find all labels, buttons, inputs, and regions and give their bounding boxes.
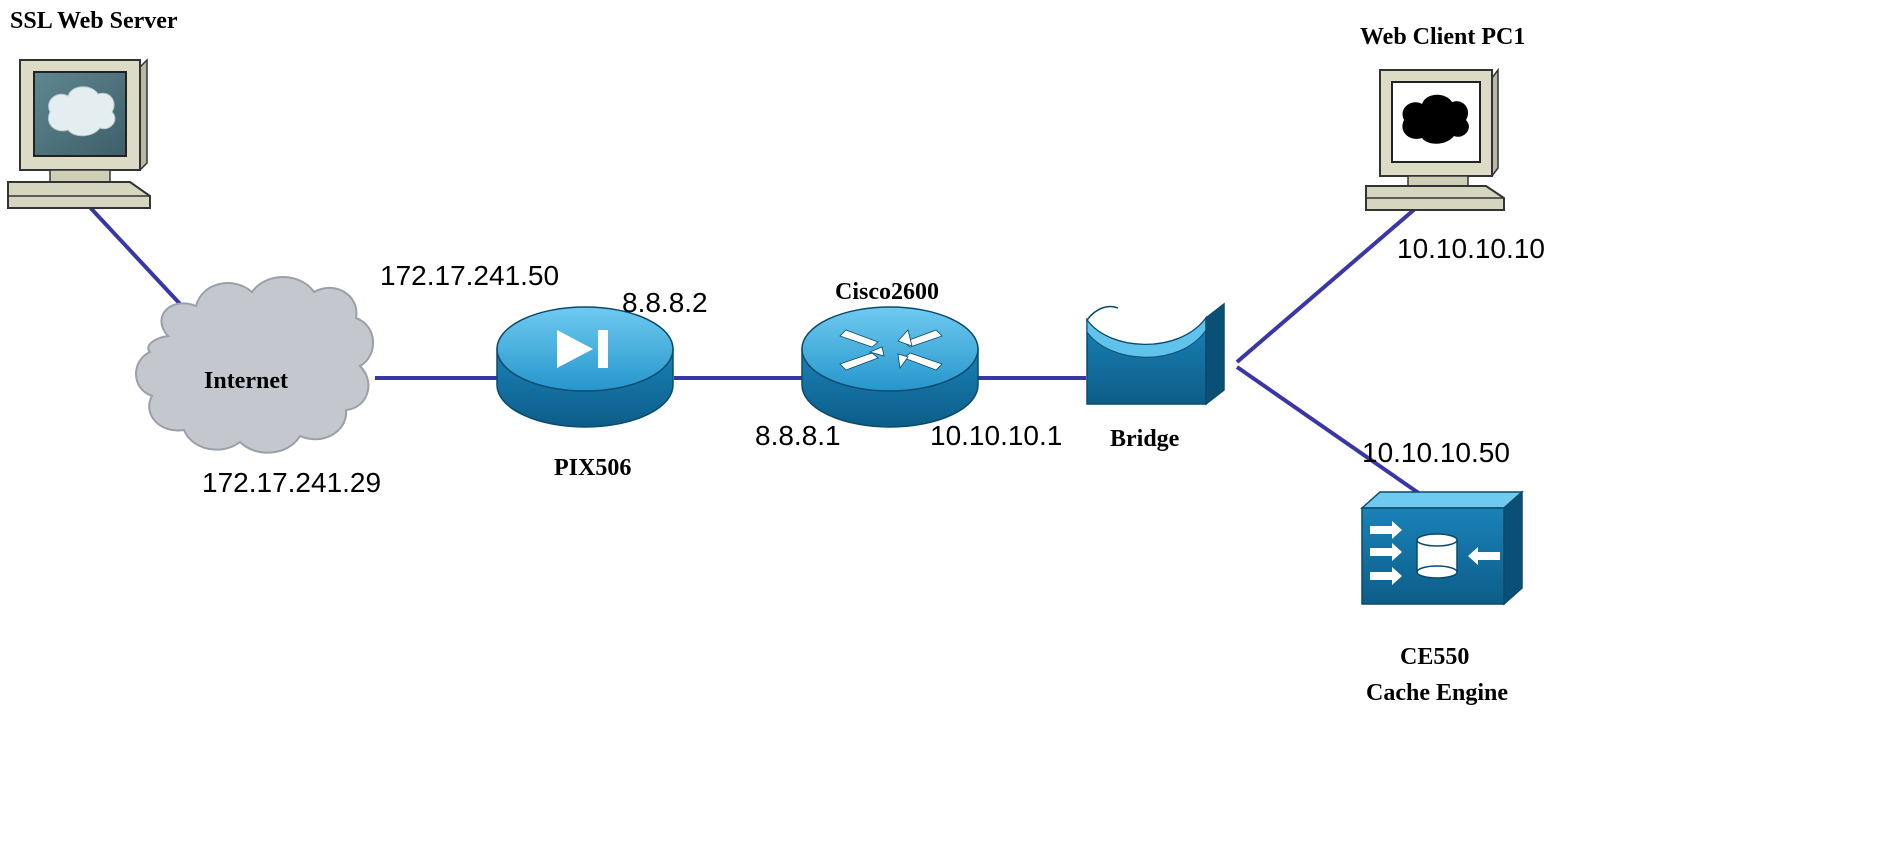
cache-node[interactable] [1360,490,1524,606]
addr-internet-outside: 172.17.241.29 [202,467,381,498]
pix-label: PIX506 [554,455,631,481]
pix-node[interactable] [496,306,674,428]
addr-client: 10.10.10.10 [1397,233,1545,264]
router-label: Cisco2600 [835,279,939,305]
cloud-icon [135,276,374,454]
desktop-pc-icon [1365,67,1505,211]
cache-engine-icon [1360,490,1524,606]
link-server-internet [83,200,197,322]
desktop-pc-icon [7,58,151,209]
addr-internet-inside: 172.17.241.50 [380,260,559,291]
addr-router-lan: 10.10.10.1 [930,420,1062,451]
ip-addresses: 172.17.241.50 172.17.241.29 8.8.8.2 8.8.… [202,233,1545,498]
internet-node[interactable]: Internet [135,276,374,454]
bridge-node[interactable] [1086,302,1225,406]
firewall-icon [496,306,674,428]
addr-pix-outside: 8.8.8.2 [622,287,708,318]
internet-label: Internet [204,368,288,394]
links [83,200,1425,496]
bridge-label: Bridge [1110,426,1180,452]
ssl-server-label: SSL Web Server [10,8,178,34]
client-label: Web Client PC1 [1360,24,1525,50]
database-cylinder [1416,533,1458,579]
client-node[interactable] [1365,67,1505,211]
router-icon [801,306,979,428]
router-node[interactable] [801,306,979,428]
link-bridge-cache [1235,365,1422,496]
cache-label-model: CE550 [1400,644,1469,670]
link-bridge-client [1235,200,1425,364]
ssl-server-node[interactable] [7,58,151,209]
addr-router-wan: 8.8.8.1 [755,420,841,451]
cache-label-role: Cache Engine [1366,680,1508,706]
addr-cache: 10.10.10.50 [1362,437,1510,468]
bridge-icon [1086,302,1225,406]
